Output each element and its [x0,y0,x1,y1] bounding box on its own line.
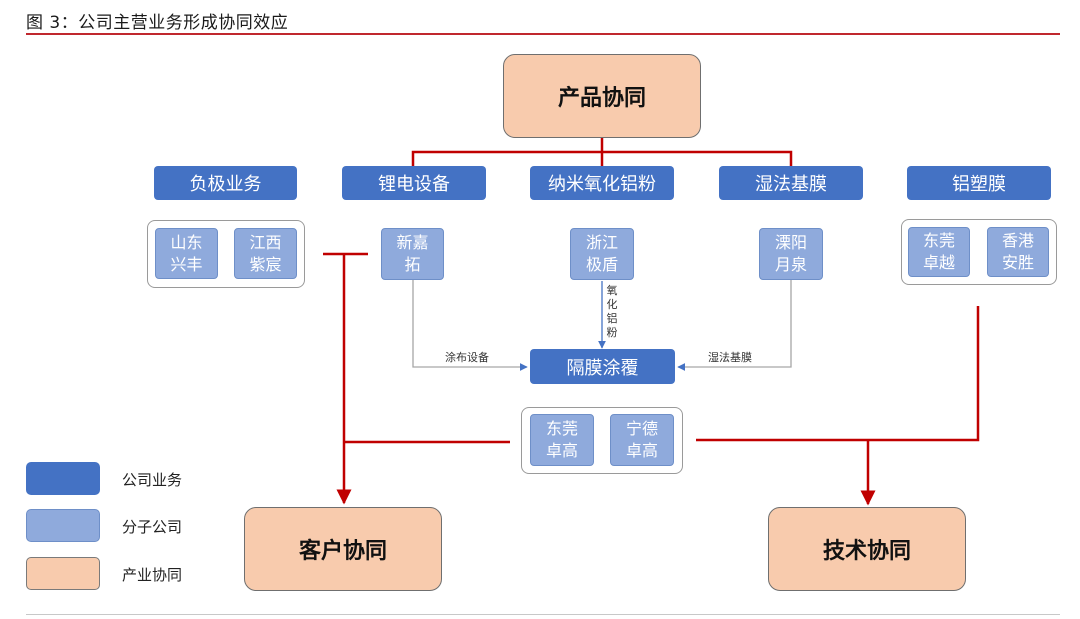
coating-feed-lines [412,280,792,371]
product-synergy-box: 产品协同 [503,54,701,138]
equipment-business-box: 锂电设备 [342,166,486,200]
legend-label-synergy: 产业协同 [122,566,183,584]
top-rule [26,33,1060,35]
legend-swatch-business [26,462,100,495]
edge-label-wet-membrane: 湿法基膜 [708,351,752,364]
anode-business-box: 负极业务 [154,166,297,200]
subsidiary-dongguan-zhuogao: 东莞 卓高 [530,414,594,466]
subsidiary-zhejiang-jidun: 浙江 极盾 [570,228,634,280]
alumina-business-box: 纳米氧化铝粉 [530,166,674,200]
legend-label-business: 公司业务 [122,471,183,489]
legend-label-subsidiary: 分子公司 [122,518,183,536]
aluminum-film-business-box: 铝塑膜 [907,166,1051,200]
subsidiary-shandong-xingfeng: 山东 兴丰 [155,228,218,279]
bottom-rule [26,614,1060,615]
technology-synergy-connector [696,306,980,506]
subsidiary-dongguan-zhuoyue: 东莞 卓越 [908,227,970,277]
customer-synergy-connector [323,252,510,505]
legend-swatch-subsidiary [26,509,100,542]
subsidiary-xinjiatuo: 新嘉 拓 [381,228,444,280]
subsidiary-ningde-zhuogao: 宁德 卓高 [610,414,674,466]
coating-business-box: 隔膜涂覆 [530,349,675,384]
edge-label-alumina-powder: 氧 化 铝 粉 [606,284,618,339]
subsidiary-xianggang-ansheng: 香港 安胜 [987,227,1049,277]
wet-membrane-business-box: 湿法基膜 [719,166,863,200]
product-synergy-connector [411,138,793,166]
figure-caption: 图 3：公司主营业务形成协同效应 [26,13,289,33]
technology-synergy-box: 技术协同 [768,507,966,591]
customer-synergy-box: 客户协同 [244,507,442,591]
subsidiary-jiangxi-zichen: 江西 紫宸 [234,228,297,279]
edge-label-coating-equipment: 涂布设备 [445,351,489,364]
legend-swatch-synergy [26,557,100,590]
subsidiary-liyang-yuequan: 溧阳 月泉 [759,228,823,280]
